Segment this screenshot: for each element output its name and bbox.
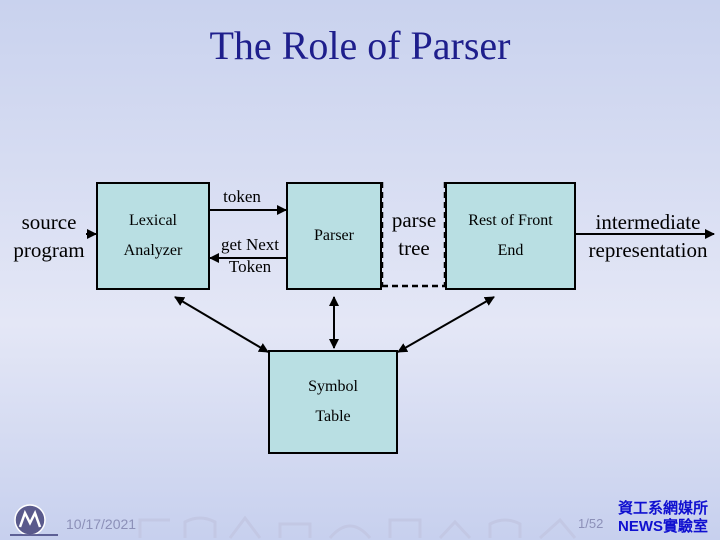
get-next-line1: get Next bbox=[220, 235, 280, 254]
source-program-label: source program bbox=[2, 208, 96, 264]
token-label: token bbox=[223, 187, 261, 206]
logo-icon bbox=[10, 504, 58, 536]
parse-tree-label: parse tree bbox=[384, 206, 444, 262]
arrow-lexical-symbol bbox=[174, 296, 269, 353]
org-line2: NEWS實驗室 bbox=[618, 518, 709, 535]
symbol-line1: Symbol bbox=[308, 378, 358, 395]
intermediate-representation-label: intermediate representation bbox=[576, 208, 720, 264]
footer-date: 10/17/2021 bbox=[66, 516, 137, 532]
parse-tree-line1: parse bbox=[391, 208, 437, 232]
get-next-line2: Token bbox=[228, 257, 272, 276]
arrow-rest-symbol bbox=[397, 296, 495, 353]
source-line2: program bbox=[13, 238, 85, 262]
parse-tree-line2: tree bbox=[398, 236, 430, 260]
footer-org: 資工系網媒所 NEWS實驗室 bbox=[618, 500, 708, 536]
parser-box: Parser bbox=[286, 182, 382, 290]
slide-title: The Role of Parser bbox=[209, 23, 511, 68]
page-number: 1/52 bbox=[578, 516, 604, 531]
parser-label: Parser bbox=[314, 227, 354, 244]
rest-line1: Rest of Front bbox=[468, 212, 553, 229]
symbol-line2: Table bbox=[315, 408, 351, 425]
lexical-analyzer-box: Lexical Analyzer bbox=[96, 182, 210, 290]
symbol-table-box: Symbol Table bbox=[268, 350, 398, 454]
source-line1: source bbox=[21, 210, 77, 234]
lexical-line2: Analyzer bbox=[123, 242, 183, 259]
org-line1: 資工系網媒所 bbox=[618, 500, 709, 517]
intermediate-line2: representation bbox=[588, 238, 708, 262]
rest-line2: End bbox=[497, 242, 524, 259]
intermediate-line1: intermediate bbox=[595, 210, 701, 234]
lexical-line1: Lexical bbox=[129, 212, 177, 229]
rest-of-front-end-box: Rest of Front End bbox=[445, 182, 576, 290]
get-next-token-label: get Next Token bbox=[212, 234, 288, 278]
footer-decoration bbox=[138, 515, 577, 540]
